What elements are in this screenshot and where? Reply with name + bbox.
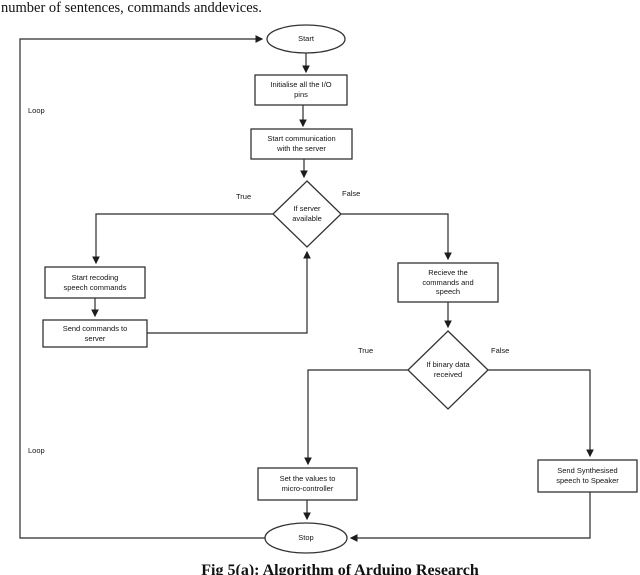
receive-commands-box-shape — [397, 262, 499, 303]
loop-label-bottom: Loop — [28, 446, 45, 455]
set-values-label: Set the values to micro-controller — [279, 474, 336, 493]
start-terminator-shape — [266, 24, 346, 54]
binary-data-diamond-shape — [407, 330, 489, 410]
init-io-box-shape — [254, 74, 348, 106]
send-synth-label: Send Synthesised speech to Speaker — [556, 466, 619, 485]
server-true-label: True — [236, 192, 252, 201]
start-label: Start — [298, 34, 314, 44]
edge-stop-to-start-loop — [19, 35, 265, 539]
body-text-fragment: number of sentences, commands anddevices… — [1, 0, 262, 16]
server-available-label: If server available — [292, 204, 322, 223]
binary-data-label: If binary data received — [426, 360, 470, 379]
init-io-label: Initialise all the I/O pins — [270, 80, 332, 99]
server-available-diamond-shape — [272, 180, 342, 248]
send-synth-box-shape — [537, 459, 638, 493]
stop-terminator-shape — [264, 522, 348, 554]
edge-send-to-server-decision — [147, 250, 311, 334]
stop-label: Stop — [298, 533, 314, 543]
server-false-label: False — [342, 189, 361, 198]
binary-false-label: False — [491, 346, 510, 355]
edge-binary-true-to-setvalues — [304, 369, 408, 466]
figure-caption: Fig 5(a): Algorithm of Arduino Research — [201, 562, 479, 575]
start-recoding-box-shape — [44, 266, 146, 299]
set-values-box-shape — [257, 467, 358, 501]
start-recoding-label: Start recoding speech commands — [63, 272, 127, 292]
binary-true-label: True — [358, 346, 374, 355]
send-commands-label: Send commands to server — [62, 323, 128, 343]
edge-binary-false-to-synth — [488, 369, 594, 458]
edge-server-false-to-receive — [341, 213, 452, 261]
receive-commands-label: Recieve the commands and speech — [422, 267, 474, 297]
edge-server-true-to-recoding — [92, 213, 273, 265]
start-comm-label: Start communication with the server — [267, 134, 336, 153]
loop-label-top: Loop — [28, 106, 45, 115]
edge-synth-to-stop — [349, 492, 591, 542]
start-comm-box-shape — [250, 128, 353, 160]
send-commands-box-shape — [42, 319, 148, 348]
